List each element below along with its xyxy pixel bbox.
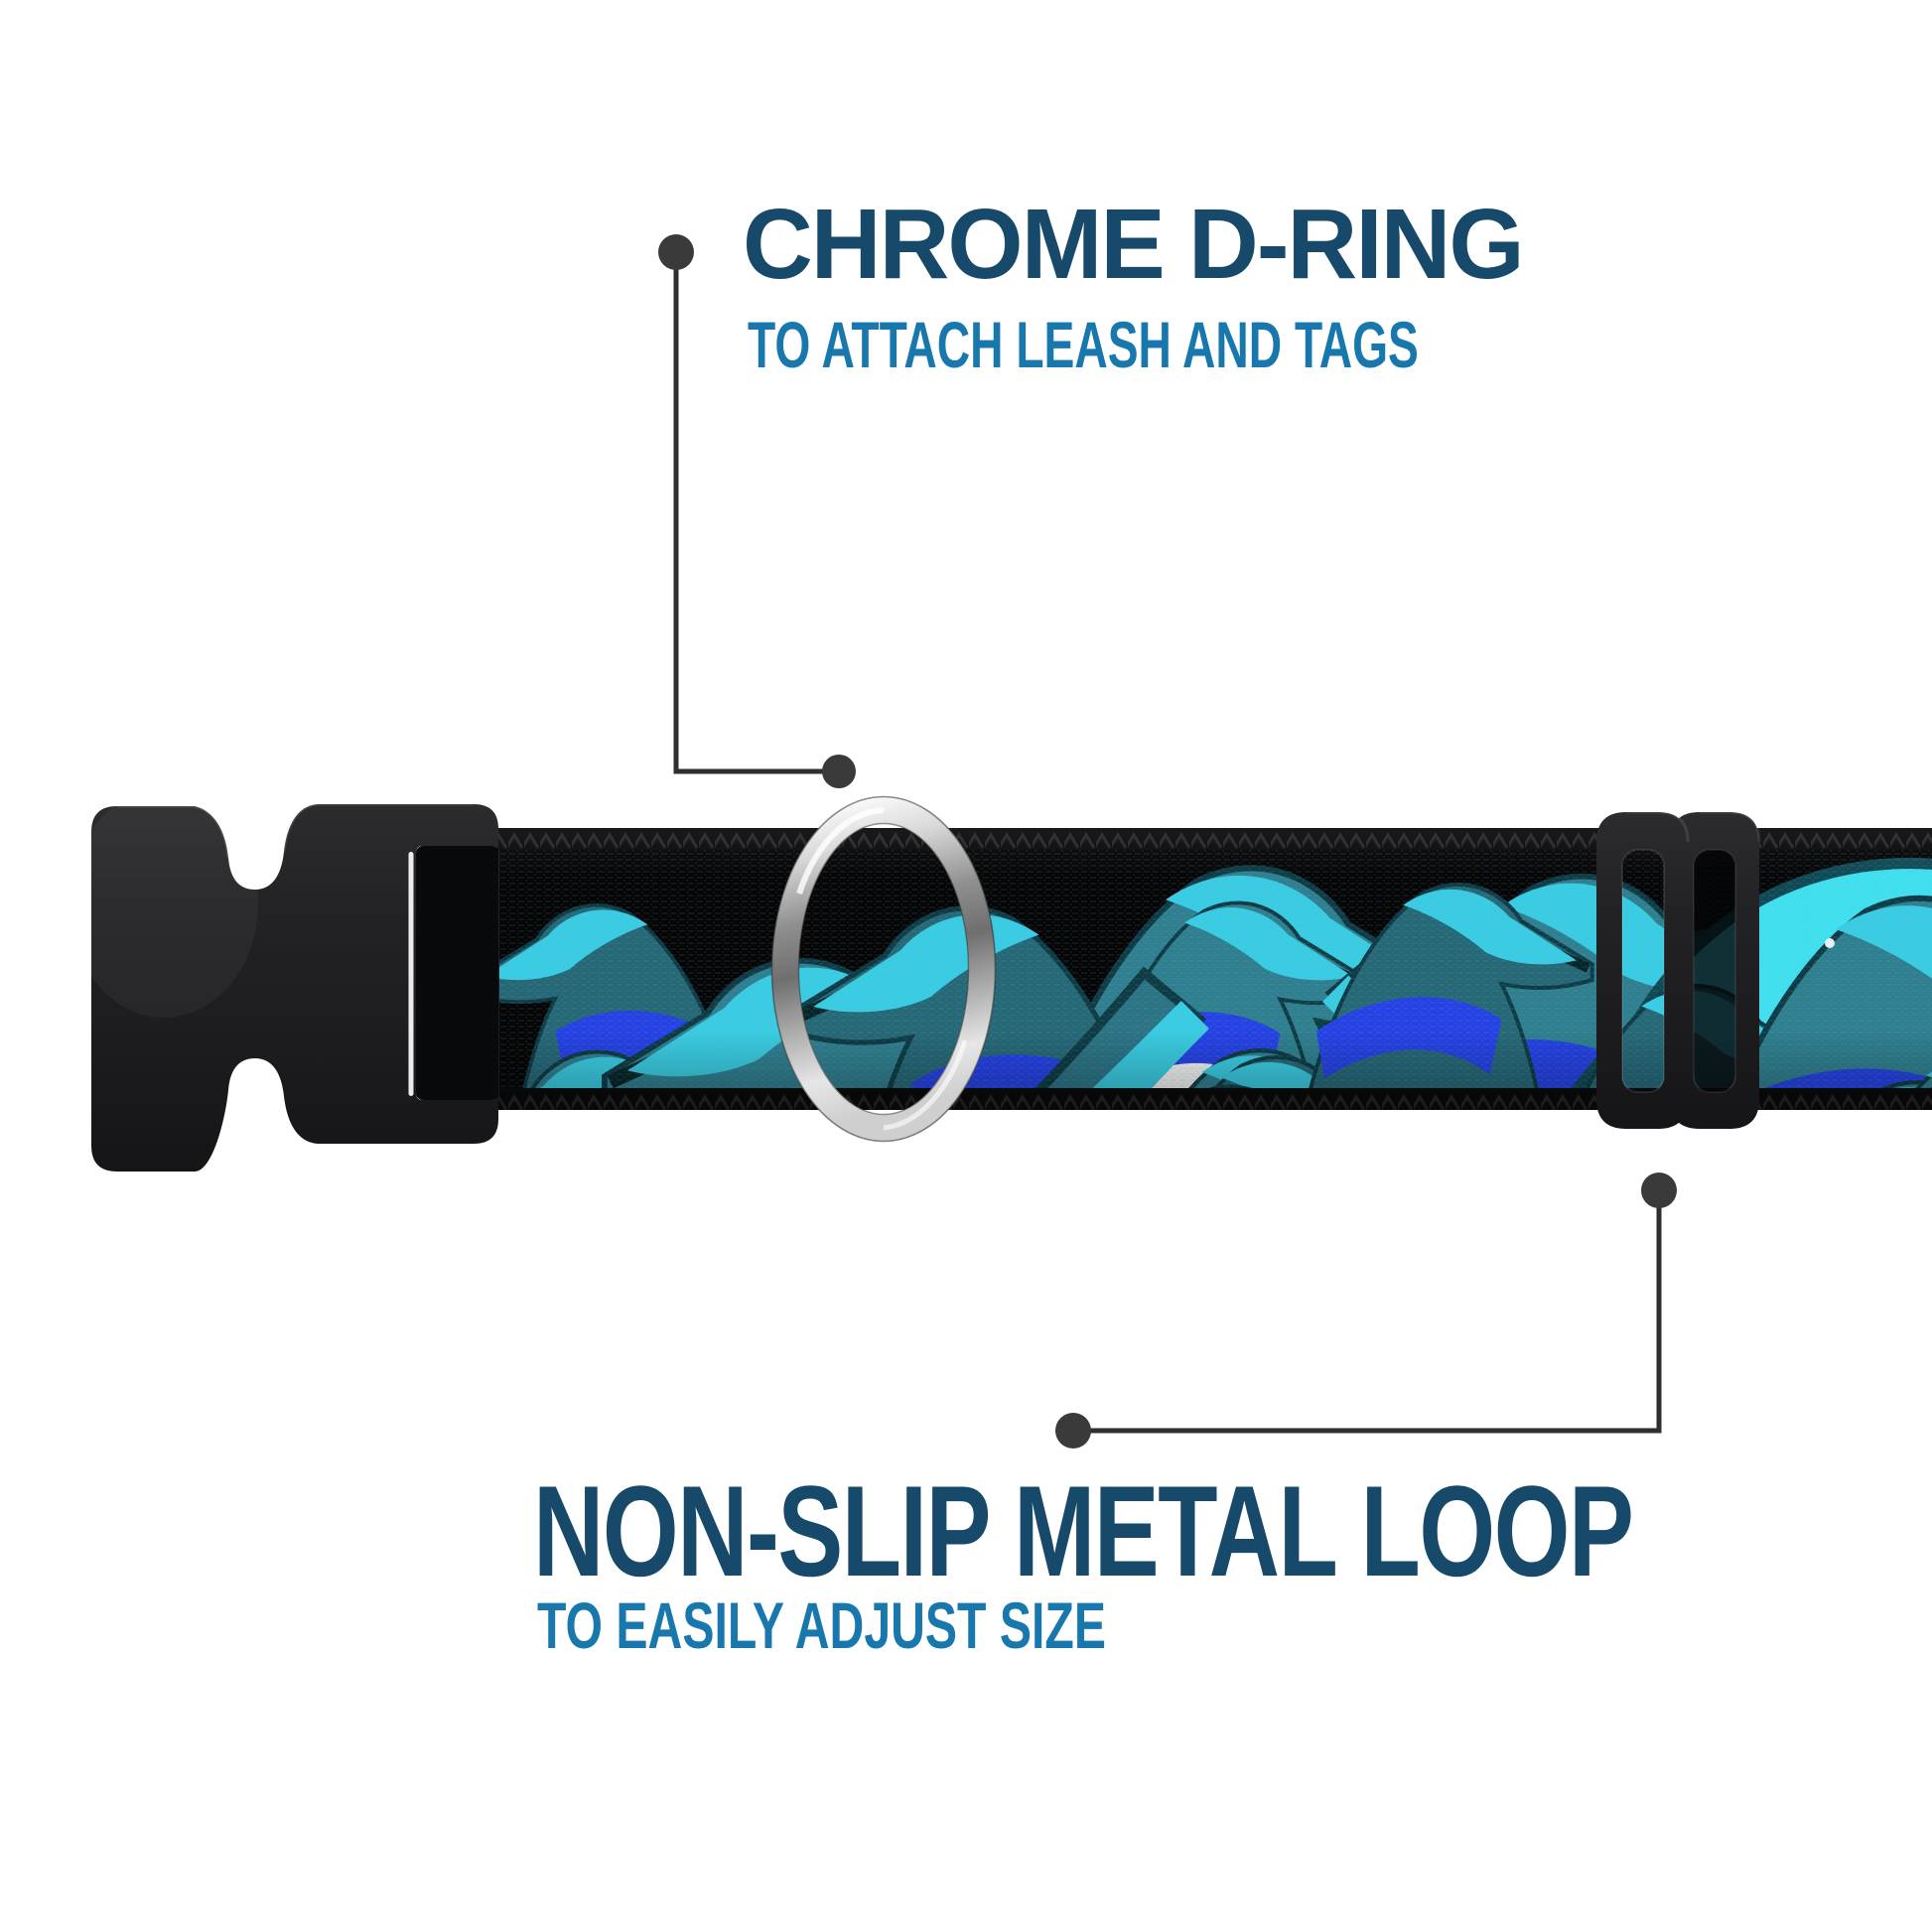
callout-loop-connector: [1055, 1173, 1677, 1449]
buckle-window-strap: [416, 846, 499, 1100]
callout-loop-subtitle: TO EASILY ADJUST SIZE: [537, 1588, 1106, 1662]
buckle-bar-highlight: [408, 852, 414, 1096]
callout-loop-title: NON-SLIP METAL LOOP: [533, 1458, 1634, 1603]
callout-dring-connector: [658, 234, 856, 788]
callout-dring-subtitle: TO ATTACH LEASH AND TAGS: [748, 308, 1419, 381]
d-ring: [770, 795, 997, 1143]
callout-dring-title: CHROME D-RING: [743, 189, 1525, 300]
buckle: [69, 789, 499, 1172]
callout-dot: [1055, 1413, 1091, 1449]
callout-dot: [1641, 1173, 1677, 1208]
metal-loop-slide: [1596, 810, 1761, 1129]
callout-dot: [658, 234, 694, 270]
callout-dot: [822, 755, 856, 788]
